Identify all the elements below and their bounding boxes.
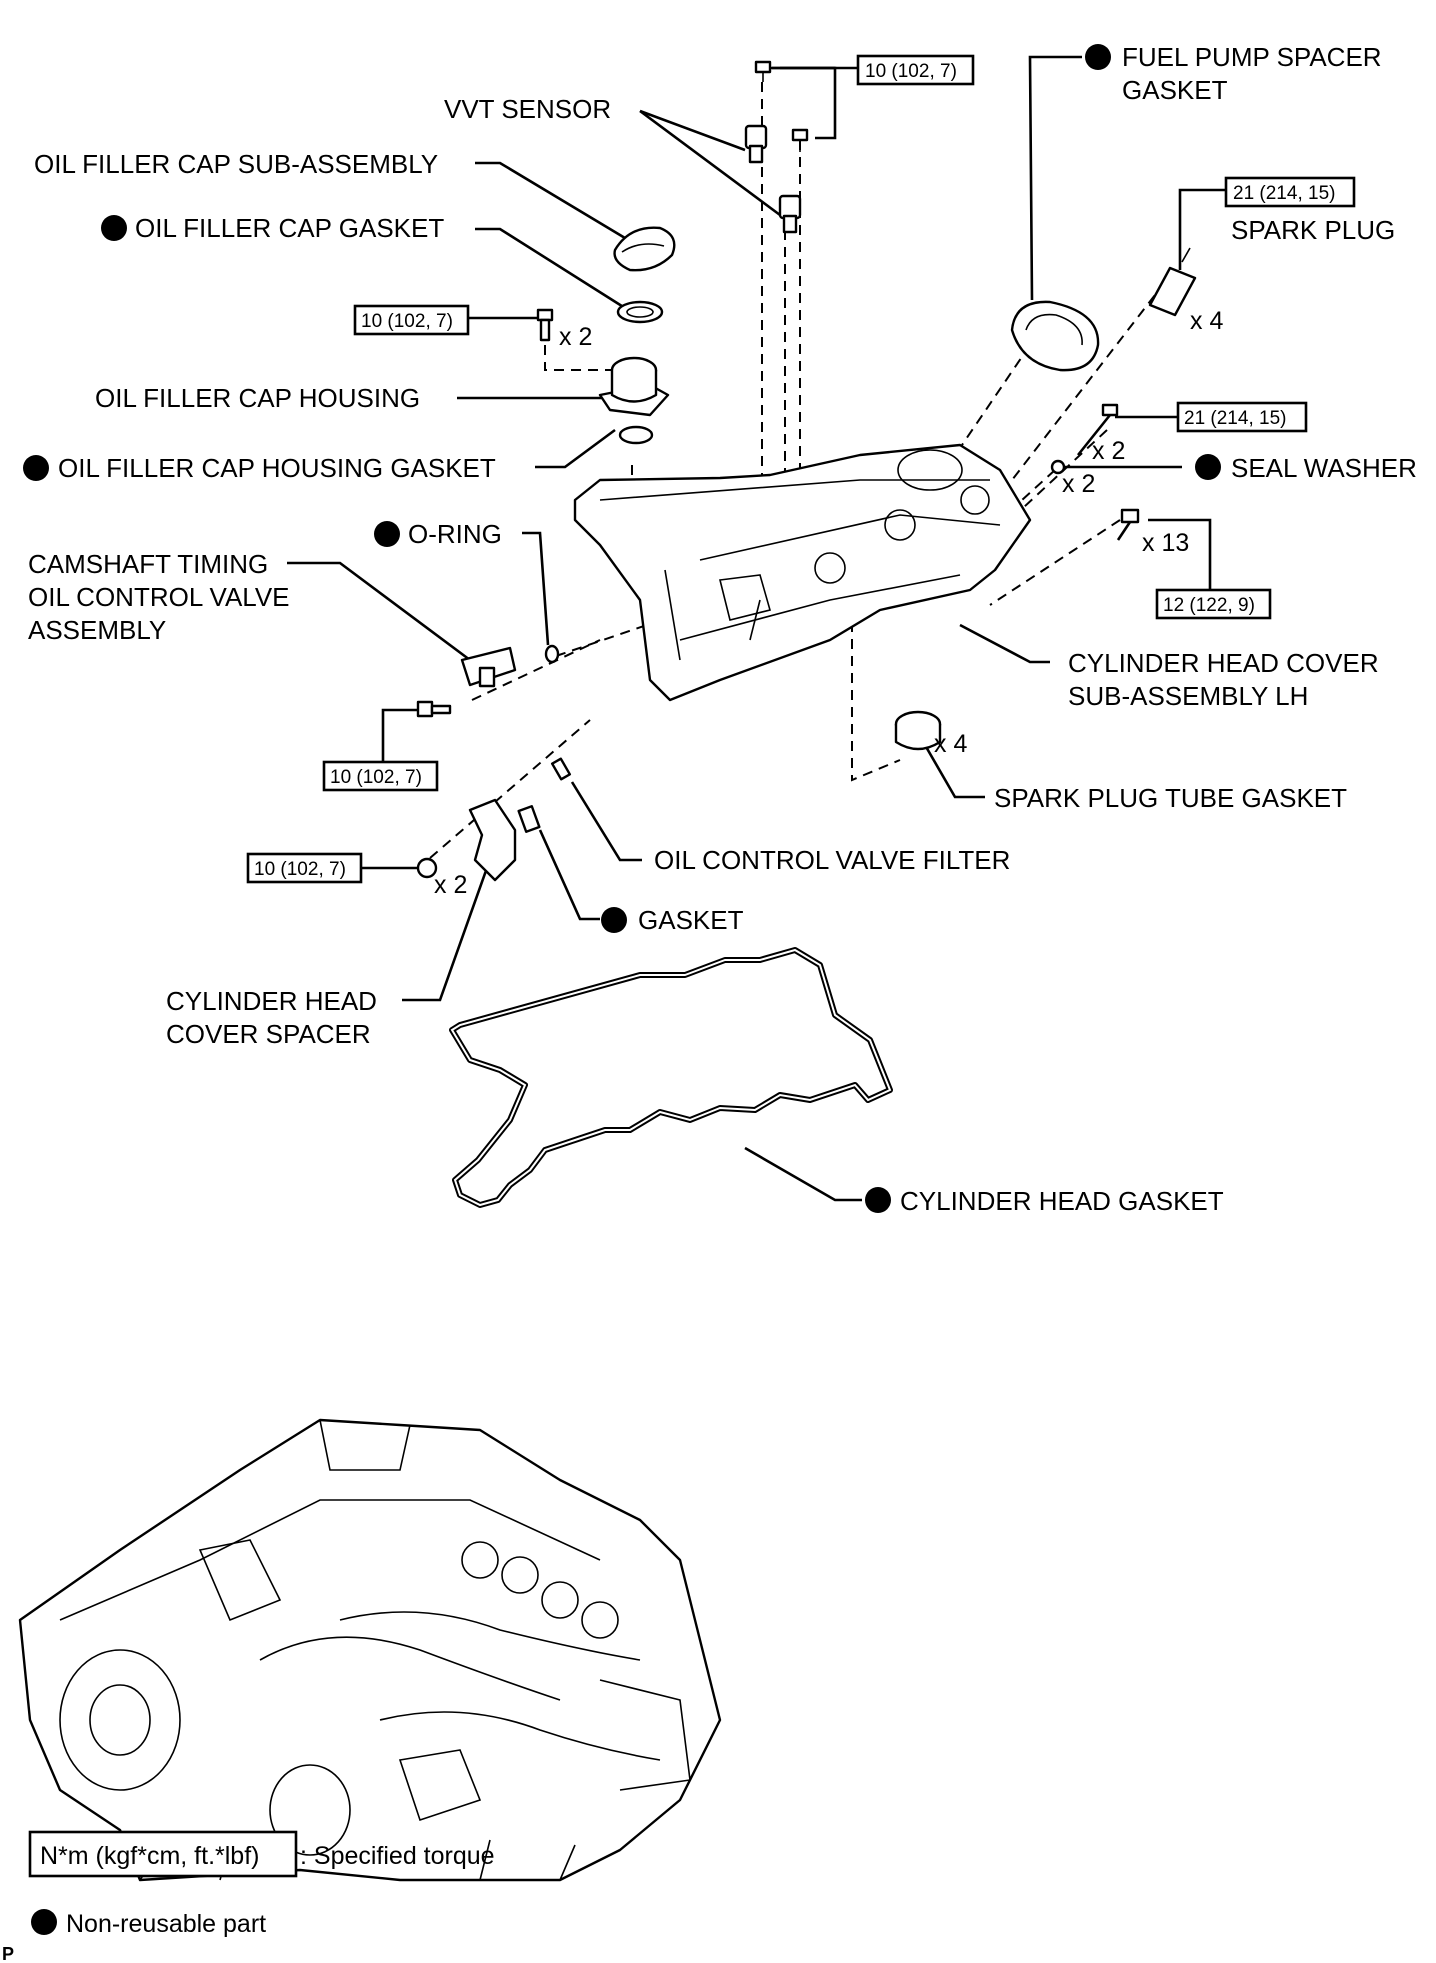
cylinder-head-cover-spacer-part: [468, 798, 517, 882]
legend-nonreusable-text: Non-reusable part: [66, 1910, 266, 1938]
cover-bolt: [1116, 508, 1140, 541]
leader-lines: [287, 55, 1226, 1202]
fuel-pump-spacer-gasket-part: [1010, 300, 1100, 372]
non-reusable-markers: [23, 44, 1221, 1935]
label-cylinder-head-cover-line1: CYLINDER HEAD COVER: [1068, 648, 1379, 678]
bullet-o-ring: [374, 521, 400, 547]
qty-cover-bolts: x 13: [1142, 529, 1189, 557]
vvt-bolt: [791, 128, 809, 152]
cylinder-head-gasket-part: [449, 947, 893, 1208]
label-gasket: GASKET: [638, 905, 744, 935]
label-seal-washer: SEAL WASHER: [1231, 453, 1417, 483]
qty-oil-filler-housing-bolt: x 2: [559, 323, 592, 351]
label-oil-control-valve-filter: OIL CONTROL VALVE FILTER: [654, 845, 1010, 875]
label-cylinder-head-cover-spacer-line2: COVER SPACER: [166, 1019, 371, 1049]
label-camshaft-timing-line3: ASSEMBLY: [28, 615, 166, 645]
stud-bolt: [1076, 403, 1119, 456]
o-ring-part: [544, 644, 560, 664]
label-o-ring: O-RING: [408, 519, 502, 549]
label-cylinder-head-gasket: CYLINDER HEAD GASKET: [900, 1186, 1224, 1216]
label-camshaft-timing-line1: CAMSHAFT TIMING: [28, 549, 268, 579]
label-cylinder-head-cover-spacer-line1: CYLINDER HEAD: [166, 986, 377, 1016]
engine-illustration: [18, 1418, 722, 1882]
label-oil-filler-cap-sub-assembly: OIL FILLER CAP SUB-ASSEMBLY: [34, 149, 438, 179]
oil-filler-cap-housing: [598, 356, 670, 417]
bullet-gasket: [601, 907, 627, 933]
legend: N*m (kgf*cm, ft.*lbf) : Specified torque…: [2, 1830, 495, 1963]
bullet-legend: [31, 1909, 57, 1935]
label-cylinder-head-cover-line2: SUB-ASSEMBLY LH: [1068, 681, 1308, 711]
torque-boxes: 10 (102, 7) 21 (214, 15) 10 (102, 7) 21 …: [246, 54, 1356, 884]
housing-bolt: [536, 308, 554, 342]
torque-spacer-bolts: 10 (102, 7): [254, 859, 346, 880]
vvt-sensor-lower: [778, 194, 802, 234]
ocv-bolt: [416, 700, 452, 718]
corner-mark: P: [2, 1944, 14, 1963]
torque-cover-bolts: 12 (122, 9): [1163, 595, 1255, 616]
oil-filler-cap: [613, 226, 676, 272]
bullet-oil-filler-cap-housing-gasket: [23, 455, 49, 481]
label-oil-filler-cap-housing-gasket: OIL FILLER CAP HOUSING GASKET: [58, 453, 496, 483]
bullet-cylinder-head-gasket: [865, 1187, 891, 1213]
qty-spark-plug: x 4: [1190, 307, 1223, 335]
torque-stud-bolts: 21 (214, 15): [1184, 408, 1286, 429]
label-spark-plug-tube-gasket: SPARK PLUG TUBE GASKET: [994, 783, 1347, 813]
label-fuel-pump-spacer-gasket-line1: FUEL PUMP SPACER: [1122, 42, 1382, 72]
part-labels: VVT SENSOR OIL FILLER CAP SUB-ASSEMBLY O…: [28, 42, 1417, 1216]
spacer-bolt: [416, 857, 438, 879]
qty-tube-gasket: x 4: [934, 730, 967, 758]
qty-spacer-bolts: x 2: [434, 871, 467, 899]
ocv-filter: [550, 757, 572, 781]
torque-ocv-bolt: 10 (102, 7): [330, 767, 422, 788]
label-camshaft-timing-line2: OIL CONTROL VALVE: [28, 582, 290, 612]
qty-seal-washer: x 2: [1062, 470, 1095, 498]
label-fuel-pump-spacer-gasket-line2: GASKET: [1122, 75, 1228, 105]
seal-washer-part: [1050, 459, 1066, 475]
legend-torque-box-text: N*m (kgf*cm, ft.*lbf): [40, 1842, 259, 1870]
label-oil-filler-cap-gasket: OIL FILLER CAP GASKET: [135, 213, 444, 243]
camshaft-timing-ocv: [460, 646, 517, 688]
qty-stud-bolts: x 2: [1092, 437, 1125, 465]
torque-oil-filler-housing: 10 (102, 7): [361, 311, 453, 332]
torque-vvt-bolts: 10 (102, 7): [865, 61, 957, 82]
label-oil-filler-cap-housing: OIL FILLER CAP HOUSING: [95, 383, 420, 413]
spark-plug-part: [1148, 247, 1197, 317]
bullet-seal-washer: [1195, 454, 1221, 480]
oil-filler-cap-gasket: [616, 300, 664, 324]
quantity-labels: x 4 x 2 x 2 x 2 x 13 x 4 x 2: [434, 307, 1223, 899]
bullet-oil-filler-cap-gasket: [101, 215, 127, 241]
gasket-part: [517, 805, 541, 833]
label-vvt-sensor: VVT SENSOR: [444, 94, 611, 124]
cylinder-head-cover-part: [573, 443, 1032, 702]
torque-spark-plug: 21 (214, 15): [1233, 183, 1335, 204]
bullet-fuel-pump-spacer-gasket: [1085, 44, 1111, 70]
label-spark-plug: SPARK PLUG: [1231, 215, 1395, 245]
vvt-sensor-upper: [744, 60, 772, 164]
legend-torque-text: : Specified torque: [300, 1842, 495, 1870]
spark-plug-tube-gasket-part: [894, 710, 942, 751]
housing-gasket: [618, 425, 654, 445]
